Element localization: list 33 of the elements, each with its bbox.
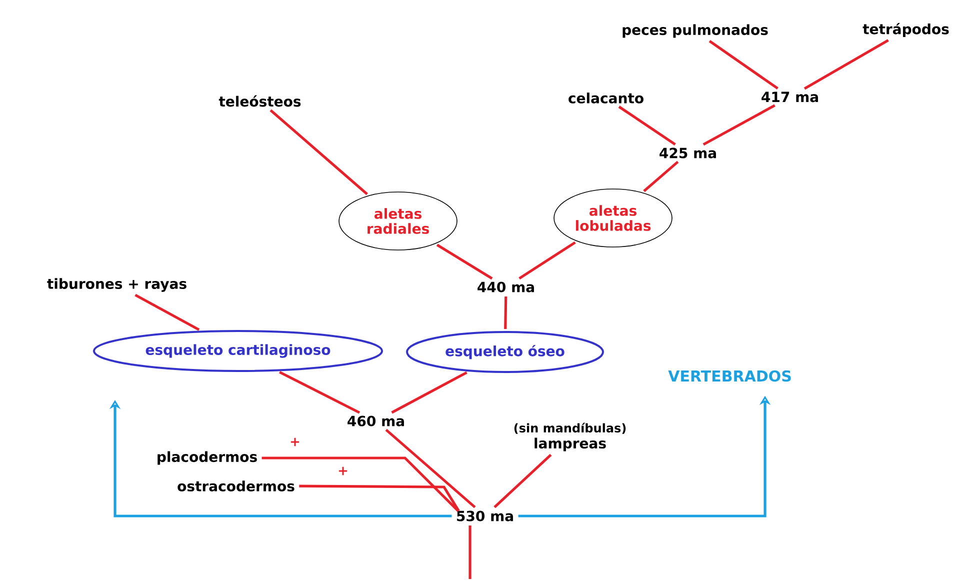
branch-line [299,484,460,512]
branch-line [504,296,508,330]
branch-line [708,40,778,90]
group-label: celacanto [568,92,644,104]
age-label: 440 ma [478,282,534,292]
group-label: teleósteos [218,95,301,107]
branch-line [391,371,468,414]
group-label: peces pulmonados [622,24,768,38]
branch-line [618,106,676,146]
branch-line [270,109,368,196]
branch-line [385,428,476,508]
extinct-mark: + [290,438,300,446]
group-label: tetrápodos [862,22,949,38]
branch-line [518,241,576,280]
group-label: VERTEBRADOS [668,370,791,382]
age-label: 460 ma [348,416,404,426]
extinct-mark: + [338,466,348,476]
branch-line [436,244,493,280]
branch-line [494,454,552,508]
age-label: 425 ma [660,148,716,158]
branch-line [262,456,460,512]
branch-line [702,104,776,146]
group-label: (sin mandíbulas) lampreas [514,422,626,452]
age-label: 417 ma [762,92,818,102]
branch-line [804,39,889,90]
group-label: placodermos [158,451,257,465]
branch-line [468,526,472,579]
branch-line [134,294,200,331]
age-label: 530 ma [457,510,513,522]
group-label: tiburones + rayas [47,278,186,292]
group-label: ostracodermos [178,480,294,492]
branch-line [643,160,679,192]
branch-line [279,370,360,414]
